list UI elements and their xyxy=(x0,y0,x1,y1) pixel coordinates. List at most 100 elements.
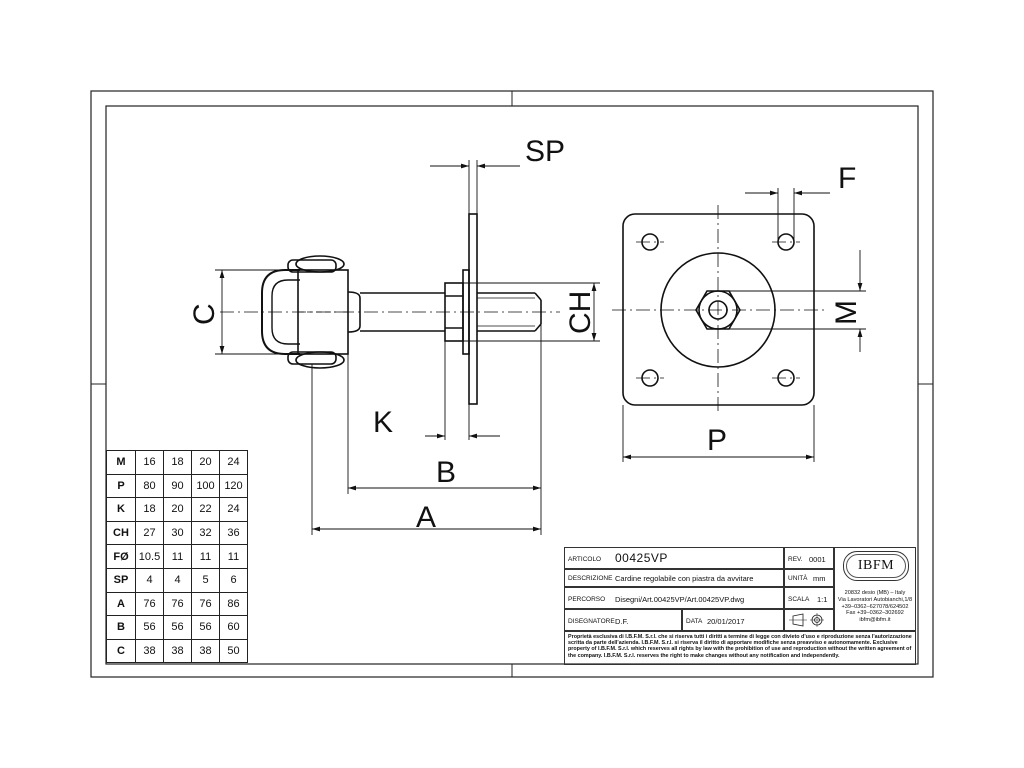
table-cell: 6 xyxy=(219,567,248,593)
disegnatore-label: DISEGNATORE xyxy=(568,618,615,625)
dim-label-c: C xyxy=(188,303,221,325)
dim-label-ch: CH xyxy=(564,291,597,334)
front-dimensions xyxy=(622,188,866,462)
table-cell: 38 xyxy=(163,638,192,664)
unita-cell: UNITÀ mm xyxy=(784,569,834,587)
table-cell: 30 xyxy=(163,520,192,546)
rev-label: REV. xyxy=(788,556,803,563)
rev-value: 0001 xyxy=(809,555,826,564)
data-label: DATA xyxy=(686,618,703,625)
table-cell: 38 xyxy=(191,638,220,664)
table-cell: 10.5 xyxy=(135,544,164,569)
table-cell: 56 xyxy=(191,615,220,640)
articolo-label: ARTICOLO xyxy=(568,556,602,563)
table-cell: 11 xyxy=(219,544,248,569)
table-cell: 16 xyxy=(135,450,164,475)
data-cell: DATA 20/01/2017 xyxy=(682,609,784,631)
title-block: ARTICOLO 00425VP REV. 0001 DESCRIZIONE C… xyxy=(564,547,916,665)
row-header: CH xyxy=(106,520,136,546)
scala-value: 1:1 xyxy=(817,595,828,604)
table-cell: 11 xyxy=(191,544,220,569)
logo-text: IBFM xyxy=(857,558,895,573)
table-cell: 4 xyxy=(135,567,164,593)
table-cell: 38 xyxy=(135,638,164,664)
table-cell: 32 xyxy=(191,520,220,546)
table-cell: 20 xyxy=(191,450,220,475)
legal-note: Proprietà esclusiva di I.B.F.M. S.r.l. c… xyxy=(564,631,916,665)
row-header: C xyxy=(106,638,136,664)
table-cell: 56 xyxy=(163,615,192,640)
table-cell: 24 xyxy=(219,450,248,475)
articolo-cell: ARTICOLO 00425VP xyxy=(564,547,784,569)
percorso-cell: PERCORSO Disegni/Art.00425VP/Art.00425VP… xyxy=(564,587,784,609)
row-header: B xyxy=(106,615,136,640)
projection-symbol-cell xyxy=(784,609,834,631)
percorso-label: PERCORSO xyxy=(568,596,606,603)
scala-label: SCALA xyxy=(788,596,810,603)
descrizione-label: DESCRIZIONE xyxy=(568,575,613,582)
dim-label-sp: SP xyxy=(525,135,565,168)
unita-label: UNITÀ xyxy=(788,575,808,582)
scala-cell: SCALA 1:1 xyxy=(784,587,834,609)
side-dimensions xyxy=(215,160,600,535)
table-cell: 22 xyxy=(191,497,220,522)
articolo-value: 00425VP xyxy=(615,551,668,565)
dim-label-k: K xyxy=(373,406,393,439)
dim-label-a: A xyxy=(416,501,436,534)
row-header: A xyxy=(106,591,136,617)
address-line: Via Lavoratori Autobianchi,1/8 xyxy=(837,596,913,603)
table-cell: 76 xyxy=(163,591,192,617)
table-cell: 24 xyxy=(219,497,248,522)
dim-label-p: P xyxy=(707,424,727,457)
table-cell: 60 xyxy=(219,615,248,640)
row-header: FØ xyxy=(106,544,136,569)
descrizione-cell: DESCRIZIONE Cardine regolabile con piast… xyxy=(564,569,784,587)
address-line: Fax +39–0362–302692 xyxy=(846,610,904,617)
projection-symbol-icon xyxy=(789,613,824,627)
row-header: K xyxy=(106,497,136,522)
percorso-value: Disegni/Art.00425VP/Art.00425VP.dwg xyxy=(615,595,745,604)
table-cell: 76 xyxy=(191,591,220,617)
disegnatore-value: D.F. xyxy=(615,617,629,626)
table-cell: 50 xyxy=(219,638,248,664)
side-view xyxy=(220,213,560,405)
row-header: M xyxy=(106,450,136,475)
company-logo: IBFM xyxy=(843,551,909,581)
rev-cell: REV. 0001 xyxy=(784,547,834,569)
unita-value: mm xyxy=(813,574,826,583)
dim-label-m: M xyxy=(830,300,863,325)
table-cell: 20 xyxy=(163,497,192,522)
table-cell: 120 xyxy=(219,473,248,499)
table-cell: 27 xyxy=(135,520,164,546)
table-cell: 100 xyxy=(191,473,220,499)
table-cell: 5 xyxy=(191,567,220,593)
table-cell: 76 xyxy=(135,591,164,617)
dim-label-f: F xyxy=(838,162,856,195)
row-header: SP xyxy=(106,567,136,593)
table-cell: 11 xyxy=(163,544,192,569)
table-cell: 36 xyxy=(219,520,248,546)
disegnatore-cell: DISEGNATORE D.F. xyxy=(564,609,682,631)
table-cell: 18 xyxy=(163,450,192,475)
table-cell: 56 xyxy=(135,615,164,640)
row-header: P xyxy=(106,473,136,499)
address-line: +39–0362–627078/624502 xyxy=(841,603,909,610)
dim-label-b: B xyxy=(436,456,456,489)
descrizione-value: Cardine regolabile con piastra da avvita… xyxy=(615,574,754,583)
table-cell: 86 xyxy=(219,591,248,617)
address-line: 20832 desio (MB) – Italy xyxy=(844,590,906,596)
table-cell: 18 xyxy=(135,497,164,522)
